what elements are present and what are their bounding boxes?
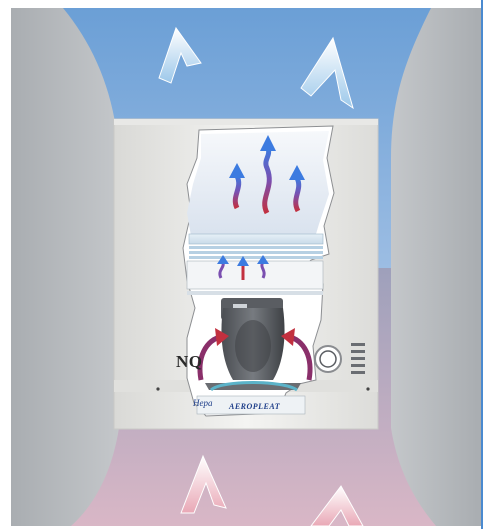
frame-border	[481, 0, 483, 529]
model-label: NQ	[176, 352, 203, 372]
filter-stack	[187, 234, 323, 295]
brand-logo-left: Hepa	[193, 399, 213, 408]
brand-logo-left-text: Hepa	[193, 398, 213, 408]
air-purifier-diagram	[11, 8, 481, 526]
brand-logo-right: AEROPLEAT	[229, 402, 280, 411]
gauge-icon	[315, 346, 341, 372]
right-column	[391, 8, 481, 526]
left-column	[11, 8, 119, 526]
